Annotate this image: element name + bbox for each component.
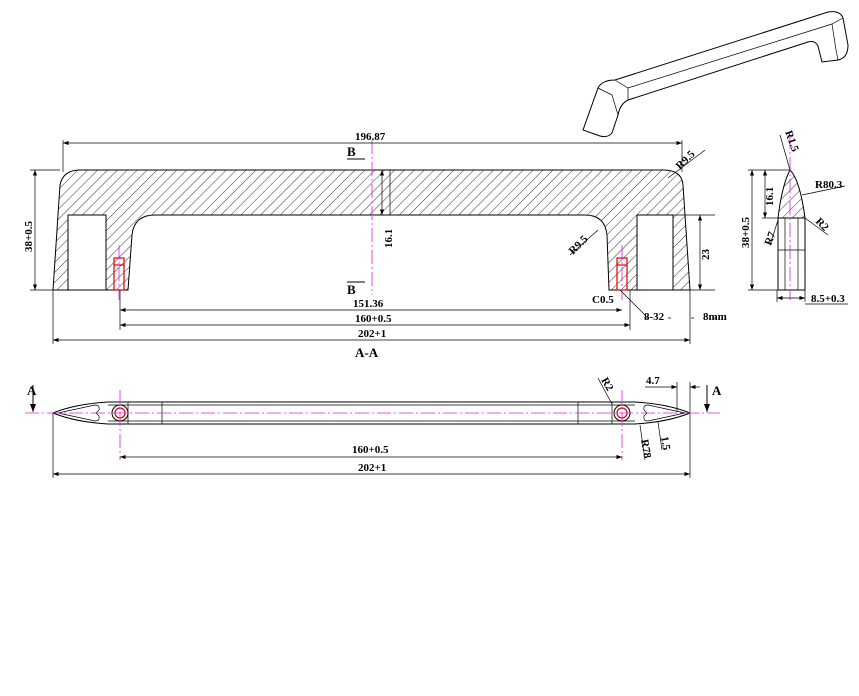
label-tip-radius: R1.5 <box>782 129 801 154</box>
label-radius-outer: R9.5 <box>674 148 698 172</box>
top-view: A A R2 4.7 R78 1.5 160+0.5 202+1 <box>25 375 722 478</box>
section-a-right: A <box>712 383 722 398</box>
dim-overall-top: 196.87 <box>355 131 386 143</box>
label-wall: 1.5 <box>658 435 672 451</box>
label-top-radius: R2 <box>598 376 615 394</box>
dim-side-top: 16.1 <box>764 187 776 206</box>
section-b-top: B <box>347 144 356 159</box>
label-radius-inner: R9.5 <box>567 233 591 257</box>
section-title: A-A <box>355 345 379 360</box>
side-profile-head <box>777 169 806 219</box>
dim-hole-spacing: 160+0.5 <box>355 313 392 325</box>
label-thread: 8-32 <box>644 311 665 323</box>
section-b-bottom: B <box>347 282 356 297</box>
dim-side-width: 8.5+0.3 <box>811 293 845 305</box>
perspective-view <box>582 11 849 138</box>
front-section-view: 196.87 B B 16.1 38+0.5 23 R9.5 R9.5 C0.5… <box>23 131 727 360</box>
dim-leg-height: 23 <box>700 249 712 261</box>
dim-end-length: 4.7 <box>646 375 660 387</box>
right-pocket <box>636 214 674 291</box>
label-chamfer: C0.5 <box>592 294 614 306</box>
label-radius-left: R7 <box>763 230 779 247</box>
dim-top-overall: 202+1 <box>358 462 386 474</box>
label-radius-right: R2 <box>813 216 831 234</box>
dim-side-height: 38+0.5 <box>740 216 752 248</box>
dim-height: 38+0.5 <box>23 220 35 252</box>
label-arc-radius: R80.3 <box>815 179 843 191</box>
label-thread-depth: 8mm <box>703 311 727 323</box>
side-view: 38+0.5 16.1 R1.5 R80.3 R2 R7 8.5+0.3 <box>740 129 848 305</box>
dim-hole-inner: 151.36 <box>353 298 384 310</box>
dim-top-hole-spacing: 160+0.5 <box>352 444 389 456</box>
handle-section-body <box>52 169 691 291</box>
left-pocket <box>67 214 107 291</box>
dim-inner-height: 16.1 <box>383 229 395 248</box>
label-large-radius: R78 <box>638 438 653 459</box>
section-a-left: A <box>27 383 37 398</box>
dim-overall-length: 202+1 <box>358 328 386 340</box>
